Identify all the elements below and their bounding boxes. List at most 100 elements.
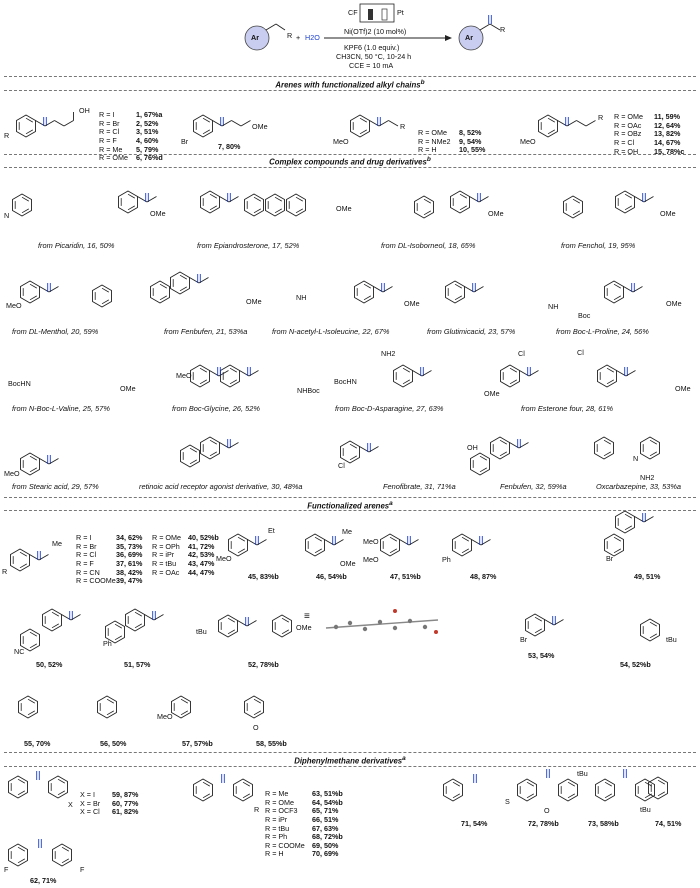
- product-ring-label: Ar: [465, 33, 473, 42]
- result-52: 52, 78%b: [248, 660, 279, 669]
- product-r-label: R: [500, 25, 506, 34]
- caption-32: Fenbufen, 32, 59%a: [500, 482, 567, 491]
- complex-structures-row3: [191, 365, 636, 387]
- result-74: 74, 51%: [655, 819, 682, 828]
- caption-26: from Boc-Glycine, 26, 52%: [172, 404, 260, 413]
- caption-25: from N-Boc-L-Valine, 25, 57%: [12, 404, 110, 413]
- result-72: 72, 78%b: [528, 819, 559, 828]
- atom-label: MeO: [6, 301, 22, 310]
- result-57: 57, 57%b: [182, 739, 213, 748]
- atom-label: R: [2, 567, 8, 576]
- divider: [4, 167, 696, 168]
- atom-label: Ph: [103, 639, 112, 648]
- divider: [4, 752, 696, 753]
- caption-29: from Stearic acid, 29, 57%: [12, 482, 99, 491]
- caption-33: Oxcarbazepine, 33, 53%a: [596, 482, 682, 491]
- caption-18: from DL-Isoborneol, 18, 65%: [381, 241, 476, 250]
- caption-20: from DL-Menthol, 20, 59%: [12, 327, 99, 336]
- result-73: 73, 58%b: [588, 819, 619, 828]
- caption-30: retinoic acid receptor agonist derivativ…: [139, 482, 303, 491]
- atom-label: MeO: [216, 554, 232, 563]
- result-58: 58, 55%b: [256, 739, 287, 748]
- divider: [4, 76, 696, 77]
- atom-label: OMe: [404, 299, 420, 308]
- atom-label: tBu: [640, 805, 651, 814]
- result-list-8: 8, 52%9, 54%10, 55%: [459, 128, 486, 155]
- atom-label: F: [80, 865, 85, 874]
- atom-label: F: [4, 865, 9, 874]
- caption-21: from Fenbufen, 21, 53%a: [164, 327, 248, 336]
- caption-27: from Boc-D-Asparagine, 27, 63%: [335, 404, 444, 413]
- result-list-59: 59, 87%60, 77%61, 82%: [112, 790, 139, 817]
- caption-31: Fenofibrate, 31, 71%a: [383, 482, 456, 491]
- atom-label: R: [598, 113, 604, 122]
- atom-label: NH2: [640, 473, 655, 482]
- atom-label: Cl: [577, 348, 584, 357]
- divider: [4, 90, 696, 91]
- atom-label: NC: [14, 647, 25, 656]
- result-50: 50, 52%: [36, 660, 63, 669]
- atom-label: Cl: [518, 349, 525, 358]
- atom-label: Me: [342, 527, 352, 536]
- atom-label: BocHN: [334, 377, 357, 386]
- atom-label: OMe: [675, 384, 691, 393]
- atom-label: S: [505, 797, 510, 806]
- arene-structures-row2: [20, 609, 660, 652]
- section-title-arenes: Functionalized arenesa: [307, 500, 393, 511]
- atom-label: OMe: [666, 299, 682, 308]
- atom-label: OMe: [660, 209, 676, 218]
- atom-label: OMe: [246, 297, 262, 306]
- atom-label: OMe: [336, 204, 352, 213]
- atom-label: MeO: [176, 371, 192, 380]
- caption-17: from Epiandrosterone, 17, 52%: [197, 241, 300, 250]
- result-49: 49, 51%: [634, 572, 661, 581]
- result-7: 7, 80%: [218, 142, 241, 151]
- atom-label: NH2: [381, 349, 396, 358]
- caption-19: from Fenchol, 19, 95%: [561, 241, 636, 250]
- atom-label: O: [544, 806, 550, 815]
- atom-label: Boc: [578, 311, 591, 320]
- caption-22: from N-acetyl-L-Isoleucine, 22, 67%: [272, 327, 390, 336]
- result-54: 54, 52%b: [620, 660, 651, 669]
- result-45: 45, 83%b: [248, 572, 279, 581]
- result-48: 48, 87%: [470, 572, 497, 581]
- atom-label: MeO: [157, 712, 173, 721]
- divider: [4, 510, 696, 511]
- atom-label: OMe: [484, 389, 500, 398]
- complex-structures-row1: [12, 191, 654, 219]
- section-title-diphenyl: Diphenylmethane derivativesa: [294, 755, 406, 766]
- atom-label: tBu: [577, 769, 588, 778]
- atom-label: OH: [79, 106, 90, 115]
- electrode-cf: CF: [348, 8, 358, 17]
- result-62: 62, 71%: [30, 876, 57, 885]
- atom-label: R: [400, 122, 406, 131]
- atom-label: BocHN: [8, 379, 31, 388]
- atom-label: O: [253, 723, 259, 732]
- result-47: 47, 51%b: [390, 572, 421, 581]
- result-51: 51, 57%: [124, 660, 151, 669]
- atom-label: NHBoc: [297, 386, 320, 395]
- divider: [4, 497, 696, 498]
- electrode-pt: Pt: [397, 8, 404, 17]
- water-label: H2O: [305, 33, 320, 42]
- result-46: 46, 54%b: [316, 572, 347, 581]
- condition-current: CCE = 10 mA: [349, 61, 394, 70]
- caption-24: from Boc-L-Proline, 24, 56%: [556, 327, 649, 336]
- atom-label: Br: [181, 137, 189, 146]
- atom-label: MeO: [4, 469, 20, 478]
- atom-label: MeO: [363, 555, 379, 564]
- result-list-11: 11, 59%12, 64%13, 82%14, 67%15, 78%c: [654, 112, 685, 156]
- atom-label: Br: [520, 635, 528, 644]
- atom-label: tBu: [196, 627, 207, 636]
- atom-label: OMe: [296, 623, 312, 632]
- atom-label: OMe: [150, 209, 166, 218]
